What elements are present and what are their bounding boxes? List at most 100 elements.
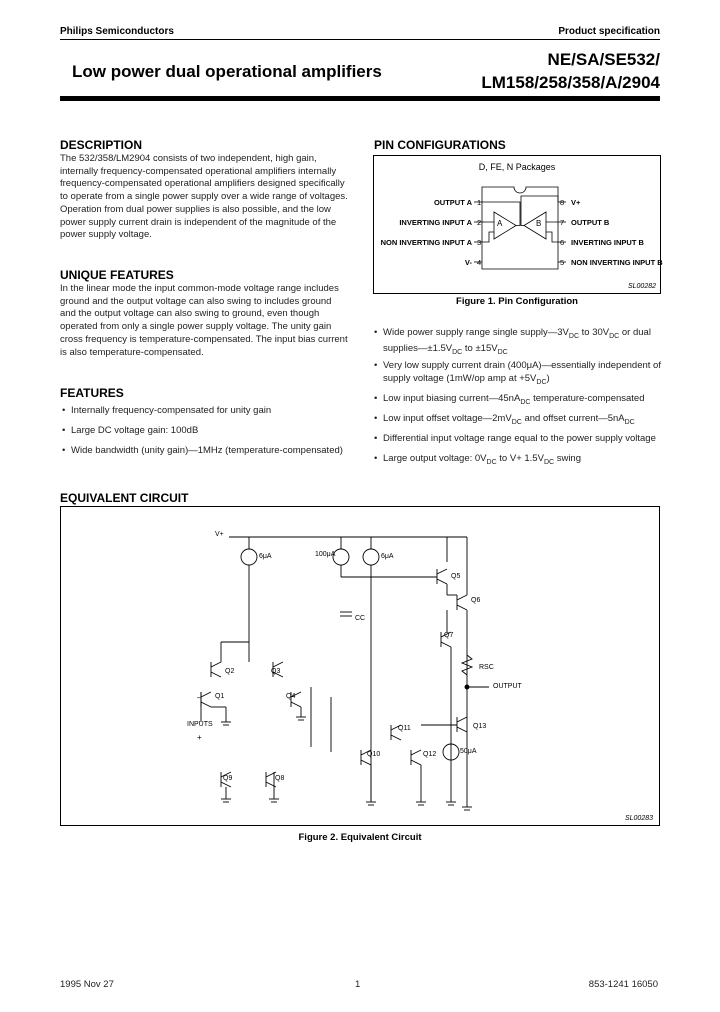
q12-label: Q12 xyxy=(423,751,437,758)
description-heading: DESCRIPTION xyxy=(60,138,143,152)
noninverting-input-sign: + xyxy=(197,733,202,742)
unique-features-text: In the linear mode the input common-mode… xyxy=(60,283,360,359)
q2-label: Q2 xyxy=(225,668,235,675)
company-name: Philips Semiconductors xyxy=(60,26,174,37)
feature-text: Wide bandwidth (unity gain)—1MHz (temper… xyxy=(71,445,343,456)
description-line: to operate from a single power supply ov… xyxy=(60,191,348,203)
description-text: The 532/358/LM2904 consists of two indep… xyxy=(60,153,360,242)
bullet-icon: • xyxy=(62,405,66,416)
unique-features-line: In the linear mode the input common-mode… xyxy=(60,283,339,294)
current-6ua-mid-label: 6μA xyxy=(381,553,394,560)
q10-label: Q10 xyxy=(367,751,381,758)
bullet-icon: • xyxy=(374,393,378,404)
footer-page-number: 1 xyxy=(355,979,361,990)
pinout-diagram xyxy=(474,186,566,270)
pin-config-box: D, FE, N Packages OUTPUT A 1 INVERTING I… xyxy=(373,155,663,294)
spec-text: Differential input voltage range equal t… xyxy=(383,433,656,444)
header-divider xyxy=(60,39,660,40)
pin-8-number: 8 xyxy=(560,198,565,207)
unique-features-line: cross frequency is temperature-compensat… xyxy=(60,333,348,345)
feature-item: • Wide bandwidth (unity gain)—1MHz (temp… xyxy=(62,445,362,458)
vplus-label: V+ xyxy=(215,531,224,538)
inputs-label: INPUTS xyxy=(187,721,213,728)
pin-3-name: NON INVERTING INPUT A xyxy=(380,238,472,247)
spec-bullet: • Low input offset voltage—2mVDC and off… xyxy=(374,413,664,427)
amp-a-label: A xyxy=(497,219,503,228)
bullet-icon: • xyxy=(62,425,66,436)
pin-config-heading: PIN CONFIGURATIONS xyxy=(374,138,506,152)
unique-features-line: is also temperature-compensated. xyxy=(60,346,204,358)
footer-document-number: 853-1241 16050 xyxy=(588,979,658,990)
page-title: Low power dual operational amplifiers xyxy=(72,62,382,81)
spec-text: Wide power supply range single supply—3V… xyxy=(383,327,651,357)
spec-bullet: • Very low supply current drain (400μA)—… xyxy=(374,360,664,387)
current-50ua-label: 50μA xyxy=(460,748,477,755)
description-line: internally frequency-compensated operati… xyxy=(60,165,337,177)
current-6ua-left-label: 6μA xyxy=(259,553,272,560)
q3-label: Q3 xyxy=(271,668,281,675)
feature-item: • Internally frequency-compensated for u… xyxy=(62,405,362,418)
feature-text: Internally frequency-compensated for uni… xyxy=(71,405,272,416)
pin-1-name: OUTPUT A xyxy=(433,198,472,207)
spec-bullet: • Low input biasing current—45nADC tempe… xyxy=(374,393,664,407)
pin-5-name: NON INVERTING INPUT B xyxy=(571,258,663,267)
figure-code: SL00282 xyxy=(627,283,656,290)
op-amp-b-symbol xyxy=(523,211,547,240)
pin-5-number: 5 xyxy=(560,258,565,267)
unique-features-heading: UNIQUE FEATURES xyxy=(60,268,174,282)
output-label: OUTPUT xyxy=(493,683,522,690)
q7-label: Q7 xyxy=(444,632,454,639)
bullet-icon: • xyxy=(374,360,378,371)
unique-features-line: operated from only a single power supply… xyxy=(60,321,332,333)
pin-1-number: 1 xyxy=(477,198,482,207)
figure-2-caption: Figure 2. Equivalent Circuit xyxy=(298,832,422,843)
ic-package-outline xyxy=(481,186,559,270)
pin-4-name: V- xyxy=(464,258,472,267)
pin-7-name: OUTPUT B xyxy=(571,218,610,227)
spec-bullet: • Large output voltage: 0VDC to V+ 1.5VD… xyxy=(374,453,664,467)
q9-label: Q9 xyxy=(223,775,233,782)
bullet-icon: • xyxy=(374,433,378,444)
feature-text: Large DC voltage gain: 100dB xyxy=(71,425,199,436)
figure-code: SL00283 xyxy=(624,815,653,822)
spec-bullet: • Differential input voltage range equal… xyxy=(374,433,664,447)
description-line: The 532/358/LM2904 consists of two indep… xyxy=(60,153,317,164)
spec-text: Large output voltage: 0VDC to V+ 1.5VDC … xyxy=(383,453,581,466)
pin-6-name: INVERTING INPUT B xyxy=(571,238,644,247)
description-line: power supply voltage. xyxy=(60,229,152,241)
feature-item: • Large DC voltage gain: 100dB xyxy=(62,425,362,438)
q4-label: Q4 xyxy=(286,693,296,700)
q8-label: Q8 xyxy=(275,775,285,782)
part-number-line-2: LM158/258/358/A/2904 xyxy=(481,73,660,92)
spec-text: Very low supply current drain (400μA)—es… xyxy=(383,360,661,386)
spec-text: Low input biasing current—45nADC tempera… xyxy=(383,393,645,406)
q6-label: Q6 xyxy=(471,597,481,604)
pin-2-number: 2 xyxy=(477,218,482,227)
q13-label: Q13 xyxy=(473,723,487,730)
pin-6-number: 6 xyxy=(560,238,565,247)
inverting-input-sign: – xyxy=(197,693,202,702)
description-line: frequency-compensated operational amplif… xyxy=(60,178,345,190)
bullet-icon: • xyxy=(62,445,66,456)
equivalent-circuit-box: V+ 6μA 100μA 6μA Q5 Q6 Q7 CC RSC OUTPUT … xyxy=(60,506,660,826)
pin-7-number: 7 xyxy=(560,218,565,227)
schematic-diagram xyxy=(200,536,489,811)
bullet-icon: • xyxy=(374,453,378,464)
part-number-line-1: NE/SA/SE532/ xyxy=(547,50,660,69)
footer-date: 1995 Nov 27 xyxy=(60,979,114,990)
op-amp-a-symbol xyxy=(493,211,517,240)
pin-8-name: V+ xyxy=(571,198,581,207)
package-label: D, FE, N Packages xyxy=(478,162,556,172)
spec-bullet: • Wide power supply range single supply—… xyxy=(374,327,664,356)
q5-label: Q5 xyxy=(451,573,461,580)
bullet-icon: • xyxy=(374,327,378,338)
current-100ua-label: 100μA xyxy=(315,551,336,558)
unique-features-line: ground and the output voltage can also s… xyxy=(60,295,332,307)
rsc-label: RSC xyxy=(479,664,494,671)
figure-1-caption: Figure 1. Pin Configuration xyxy=(456,296,578,307)
spec-text: Low input offset voltage—2mVDC and offse… xyxy=(383,413,635,426)
bullet-icon: • xyxy=(374,413,378,424)
description-line: Operation from dual power supplies is al… xyxy=(60,203,331,215)
unique-features-line: and the output voltage can also swing to… xyxy=(60,308,320,320)
q11-label: Q11 xyxy=(398,725,411,732)
